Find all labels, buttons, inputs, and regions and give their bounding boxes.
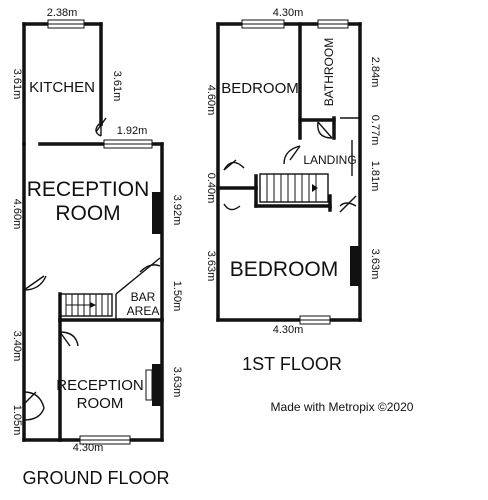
closet-right-dimension: 0.77m: [369, 115, 381, 146]
reception2-right-dimension: 3.63m: [171, 367, 183, 398]
bar-area: [58, 257, 164, 322]
kitchen-left-dimension: 3.61m: [11, 69, 23, 100]
credit-text: Made with Metropix ©2020: [271, 400, 414, 414]
bathroom-label: BATHROOM: [322, 38, 336, 106]
reception-left-dimension: 4.60m: [11, 199, 23, 230]
ground-floor-caption: GROUND FLOOR: [22, 468, 169, 488]
kitchen-label: KITCHEN: [29, 79, 95, 96]
reception-room-bottom-label-line1: RECEPTION: [56, 377, 144, 394]
bar-area-label-line2: AREA: [127, 304, 160, 318]
reception-right-dimension: 3.92m: [171, 195, 183, 226]
step-width-dimension: 1.92m: [117, 125, 148, 137]
bedroom-large-label: BEDROOM: [230, 258, 339, 281]
reception-room-top-label-line1: RECEPTION: [27, 178, 150, 201]
kitchen-width-dimension: 2.38m: [47, 7, 78, 19]
reception-room-top-label-line2: ROOM: [55, 202, 120, 225]
first-top-width-dimension: 4.30m: [273, 7, 304, 19]
bedroom2-left-dimension: 3.63m: [205, 251, 217, 282]
ground-floor-plan: [22, 19, 164, 445]
first-stairs: [259, 173, 329, 203]
kitchen-right-dimension: 3.61m: [111, 71, 123, 102]
bedroom-small-label: BEDROOM: [221, 80, 299, 97]
reception-room-top-walls: [22, 117, 164, 442]
reception-room-bottom-label-line2: ROOM: [77, 395, 124, 412]
landing-label: LANDING: [303, 153, 356, 167]
hall-door: [23, 275, 47, 291]
hall-left-dimension: 3.40m: [11, 331, 23, 362]
landing-right-dimension: 1.81m: [369, 161, 381, 192]
reception-room-bottom-walls: [22, 318, 164, 445]
ground-bottom-width-dimension: 4.30m: [73, 442, 104, 454]
kitchen-walls: [22, 19, 103, 146]
bedroom-left-dimension: 4.60m: [205, 85, 217, 116]
first-floor-plan: [216, 19, 362, 325]
first-floor-caption: 1ST FLOOR: [242, 354, 342, 374]
bar-area-label-line1: BAR: [131, 290, 156, 304]
bathroom-right-dimension: 2.84m: [369, 57, 381, 88]
ground-stairs: [59, 293, 113, 317]
first-bottom-width-dimension: 4.30m: [273, 324, 304, 336]
bedroom2-right-dimension: 3.63m: [369, 249, 381, 280]
bar-right-dimension: 1.50m: [171, 281, 183, 312]
porch-left-dimension: 1.05m: [11, 405, 23, 436]
landing-left-dimension: 0.40m: [205, 173, 217, 204]
